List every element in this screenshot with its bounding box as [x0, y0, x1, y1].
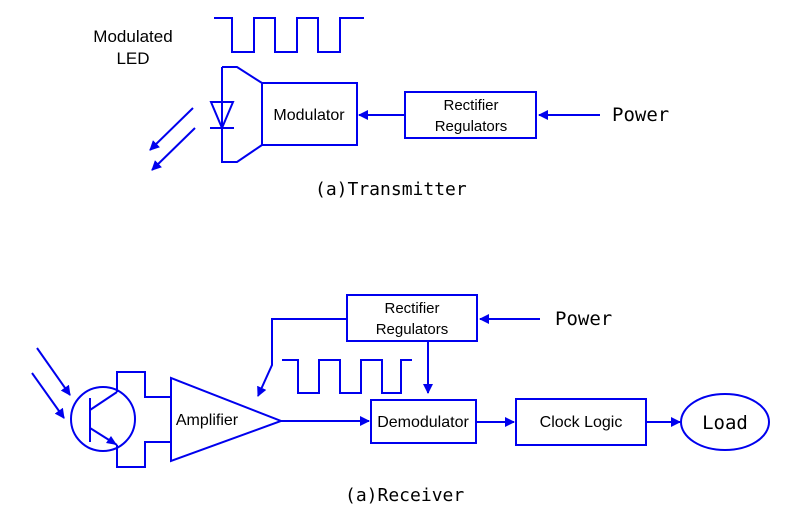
transmitter-section: Modulated LED Modulator Rectifier Regula… [93, 17, 669, 200]
modulated-led-label-line1: Modulated [93, 27, 172, 46]
clock-logic-label: Clock Logic [540, 414, 623, 431]
transmitter-rectifier-label-line2: Regulators [435, 118, 508, 135]
transmitter-rectifier-label-line1: Rectifier [443, 97, 498, 114]
transmitter-caption: (a)Transmitter [315, 179, 467, 200]
receiver-rectifier-box [346, 294, 478, 342]
incoming-light-arrow-1 [36, 347, 71, 396]
load-label: Load [702, 412, 748, 434]
light-emission-arrow-1 [149, 107, 194, 151]
incoming-light-arrow-2 [31, 372, 65, 419]
load-ellipse [680, 393, 770, 451]
receiver-rectifier-label-line2: Regulators [376, 321, 449, 338]
light-emission-arrow-2 [151, 127, 196, 171]
demodulator-label: Demodulator [377, 414, 469, 431]
receiver-square-wave [282, 359, 412, 394]
receiver-rectifier-label-line1: Rectifier [384, 300, 439, 317]
modulator-label: Modulator [273, 107, 345, 124]
modulator-box [261, 82, 358, 146]
amplifier-triangle [170, 376, 284, 463]
led-diode-icon [209, 88, 235, 140]
transmitter-square-wave [214, 17, 364, 53]
receiver-power-label: Power [555, 308, 612, 330]
led-housing [221, 66, 263, 163]
phototransistor-icon [70, 371, 171, 468]
amplifier-label: Amplifier [176, 412, 239, 429]
modulated-led-label-line2: LED [116, 49, 149, 68]
rectifier-to-amplifier-wire [257, 318, 347, 397]
receiver-section: Amplifier Rectifier Regulators Power Dem… [31, 294, 770, 506]
transmitter-power-label: Power [612, 104, 669, 126]
receiver-caption: (a)Receiver [345, 485, 464, 506]
